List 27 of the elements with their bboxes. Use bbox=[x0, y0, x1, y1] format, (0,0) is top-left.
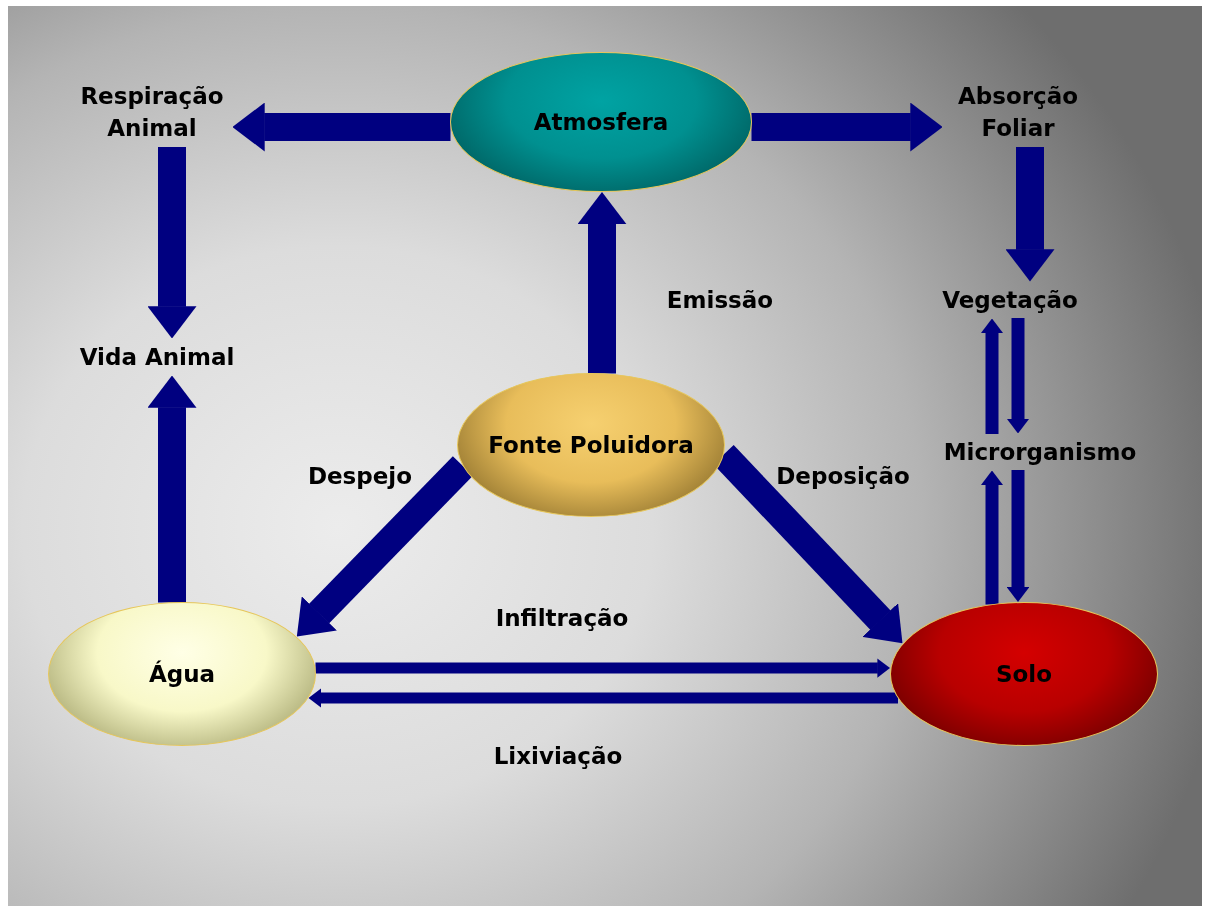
node-label: Absorção Foliar bbox=[943, 77, 1093, 147]
node-label: Água bbox=[147, 659, 217, 689]
block-arrow bbox=[296, 456, 473, 637]
edge-label: Despejo bbox=[307, 463, 413, 489]
arrow bbox=[308, 688, 898, 708]
edge-label: Infiltração bbox=[495, 605, 629, 631]
node-label: Solo bbox=[994, 659, 1054, 689]
block-arrow bbox=[147, 375, 197, 603]
block-arrow bbox=[751, 102, 943, 152]
edge-label: Emissão bbox=[666, 287, 774, 313]
arrow bbox=[315, 658, 890, 678]
arrow bbox=[980, 318, 1004, 434]
edge-label: Lixiviação bbox=[493, 743, 623, 769]
node-label: Vida Animal bbox=[72, 339, 242, 375]
node-label: Atmosfera bbox=[532, 107, 670, 137]
node-label: Fonte Poluidora bbox=[487, 430, 695, 460]
block-arrow bbox=[147, 147, 197, 339]
edge-label: Deposição bbox=[776, 463, 910, 489]
node-label: Microrganismo bbox=[940, 434, 1140, 470]
block-arrow bbox=[577, 192, 627, 374]
arrow bbox=[1006, 470, 1030, 602]
arrow bbox=[980, 470, 1004, 605]
arrow bbox=[1006, 318, 1030, 434]
node-label: Vegetação bbox=[935, 282, 1085, 318]
block-arrow bbox=[1005, 147, 1055, 282]
block-arrow bbox=[232, 102, 451, 152]
node-label: Respiração Animal bbox=[72, 77, 232, 147]
